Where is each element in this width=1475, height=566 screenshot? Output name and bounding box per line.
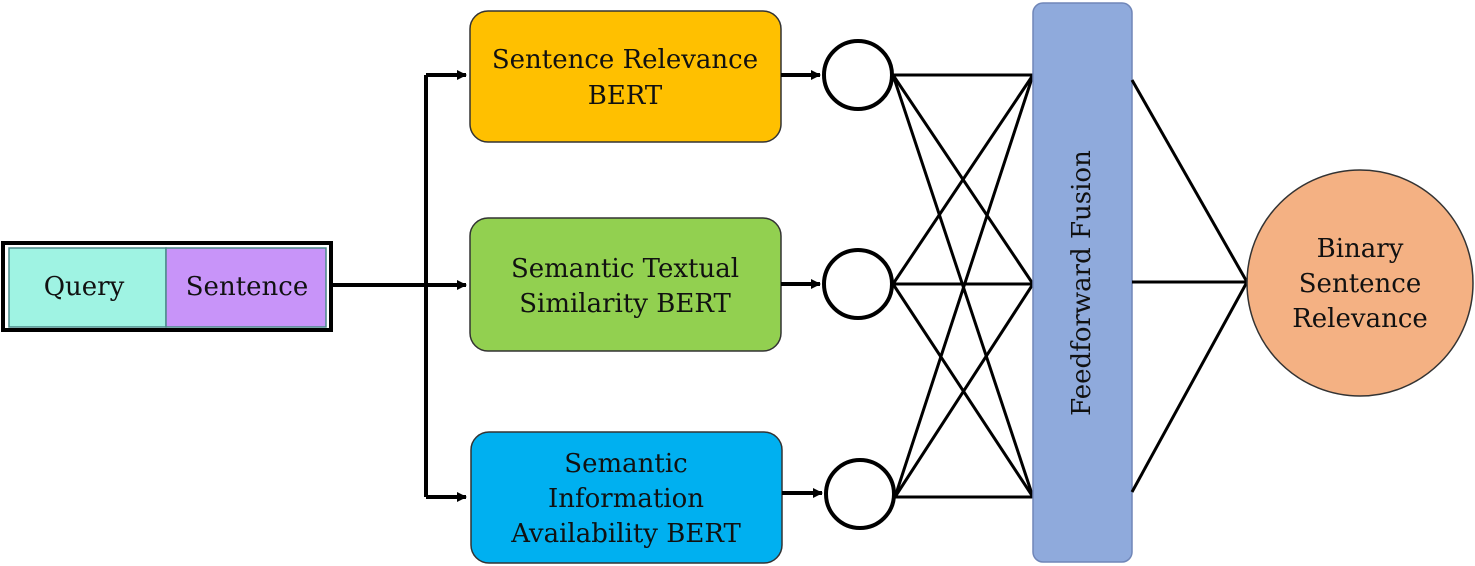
model-3-label-line-2: Information <box>548 484 704 514</box>
output-label-line-1: Binary <box>1317 234 1404 264</box>
model-box-1 <box>469 10 782 143</box>
query-label: Query <box>44 272 125 302</box>
output-label-line-3: Relevance <box>1292 304 1428 334</box>
output-binary-sentence-relevance: Binary Sentence Relevance <box>1246 169 1474 397</box>
conn-n3-f1 <box>893 74 1035 498</box>
output-label-line-2: Sentence <box>1299 269 1421 299</box>
node-3 <box>824 458 896 530</box>
sentence-cell <box>165 247 327 328</box>
conn-fusion-top-to-output <box>1130 79 1249 283</box>
node-2 <box>822 248 894 320</box>
model-3-label-line-3: Availability BERT <box>510 519 741 549</box>
conn-n2-f1 <box>891 74 1035 285</box>
input-pair: Query Sentence <box>1 241 333 332</box>
fusion-label: Feedforward Fusion <box>1067 150 1097 416</box>
feedforward-fusion: Feedforward Fusion <box>1032 2 1133 563</box>
model-3-label-line-1: Semantic <box>564 449 687 479</box>
fusion-to-output-connections <box>1130 79 1249 493</box>
model-1-label-line-1: Sentence Relevance <box>492 45 758 75</box>
conn-fusion-bottom-to-output <box>1130 281 1249 493</box>
model-to-node-arrows <box>781 70 823 498</box>
model-semantic-textual-similarity-bert: Semantic Textual Similarity BERT <box>469 217 782 352</box>
model-box-3 <box>470 431 783 564</box>
sentence-label: Sentence <box>186 272 308 302</box>
node-1 <box>822 39 894 111</box>
query-cell <box>8 247 167 328</box>
node-to-fusion-connections <box>891 73 1035 499</box>
conn-n3-f2 <box>893 283 1035 498</box>
output-circle <box>1246 169 1474 397</box>
model-2-label-line-1: Semantic Textual <box>511 254 739 284</box>
input-connector <box>331 70 467 502</box>
model-sentence-relevance-bert: Sentence Relevance BERT <box>469 10 782 143</box>
model-box-2 <box>469 217 782 352</box>
model-1-label-line-2: BERT <box>588 81 663 111</box>
model-2-label-line-2: Similarity BERT <box>519 289 731 319</box>
hidden-nodes <box>822 39 896 530</box>
model-semantic-information-availability-bert: Semantic Information Availability BERT <box>470 431 783 564</box>
